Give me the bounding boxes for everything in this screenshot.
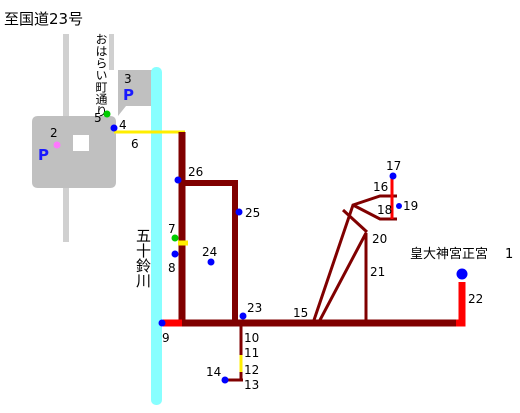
map-title: 至国道23号 (4, 10, 83, 28)
stop-marker-17[interactable] (389, 172, 397, 180)
stop-marker-7[interactable] (171, 234, 179, 242)
stop-label-18: 18 (377, 203, 392, 217)
stop-marker-23[interactable] (239, 312, 247, 320)
stop-label-17: 17 (386, 159, 401, 173)
street-label: おはらい町通り (94, 33, 108, 117)
gray-road-north (63, 34, 69, 118)
stop-label-21: 21 (370, 265, 385, 279)
gray-road-street (109, 34, 114, 70)
shrine-number: 1 (505, 247, 513, 262)
stop-label-13: 13 (244, 378, 259, 392)
building-icon (73, 135, 89, 151)
stop-marker-14[interactable] (221, 376, 229, 384)
stop-label-25: 25 (245, 206, 260, 220)
stop-label-5: 5 (94, 111, 102, 125)
stop-label-19: 19 (403, 199, 418, 213)
stop-marker-26[interactable] (174, 176, 182, 184)
parking-area-main: 2 P (32, 116, 116, 188)
stop-label-14: 14 (206, 365, 221, 379)
parking-lot-2 (32, 116, 116, 188)
route-diagonal-15 (311, 194, 397, 324)
parking-number-2: 2 (50, 126, 58, 140)
stop-label-15: 15 (293, 306, 308, 320)
stop-marker-4[interactable] (110, 124, 118, 132)
parking-lot-3 (118, 70, 154, 116)
stop-label-9: 9 (162, 331, 170, 345)
route-inner-diagonal (341, 208, 369, 234)
route-inner-loop (182, 180, 238, 325)
stop-markers (103, 110, 402, 384)
river-label: 五十鈴川 (134, 228, 152, 288)
stop-label-23: 23 (247, 301, 262, 315)
parking-area-small: 3 P (118, 70, 154, 116)
stop-label-7: 7 (168, 222, 176, 236)
stop-label-22: 22 (468, 292, 483, 306)
parking-symbol-2: P (38, 146, 49, 164)
shrine-marker-icon (456, 268, 468, 280)
route-lower-branch (318, 232, 368, 323)
stop-labels: 4 5 6 7 8 9 10 11 12 13 14 15 16 17 18 1… (94, 111, 483, 392)
stop-marker-5[interactable] (103, 110, 111, 118)
parking-symbol-3: P (123, 86, 134, 104)
route-red-shrine (456, 282, 466, 327)
stop-label-10: 10 (244, 331, 259, 345)
stop-label-6: 6 (131, 137, 139, 151)
pink-marker-icon (53, 141, 61, 149)
gray-road-south (63, 188, 69, 242)
stop-label-4: 4 (119, 118, 127, 132)
stop-label-26: 26 (188, 165, 203, 179)
stop-label-16: 16 (373, 180, 388, 194)
gray-roads (63, 34, 114, 242)
stop-label-20: 20 (372, 232, 387, 246)
stop-marker-9[interactable] (158, 319, 166, 327)
stop-marker-8[interactable] (171, 250, 179, 258)
stop-label-12: 12 (244, 363, 259, 377)
parking-number-3: 3 (124, 72, 132, 86)
isuzu-river (151, 67, 162, 405)
stop-marker-19[interactable] (396, 203, 402, 209)
route-lines (114, 130, 466, 382)
stop-label-11: 11 (244, 346, 259, 360)
stop-marker-24[interactable] (207, 258, 215, 266)
stop-marker-25[interactable] (235, 208, 243, 216)
stop-label-24: 24 (202, 245, 217, 259)
stop-label-8: 8 (168, 261, 176, 275)
shrine: 皇大神宮正宮 1 (410, 246, 513, 280)
shrine-label: 皇大神宮正宮 (410, 246, 488, 262)
